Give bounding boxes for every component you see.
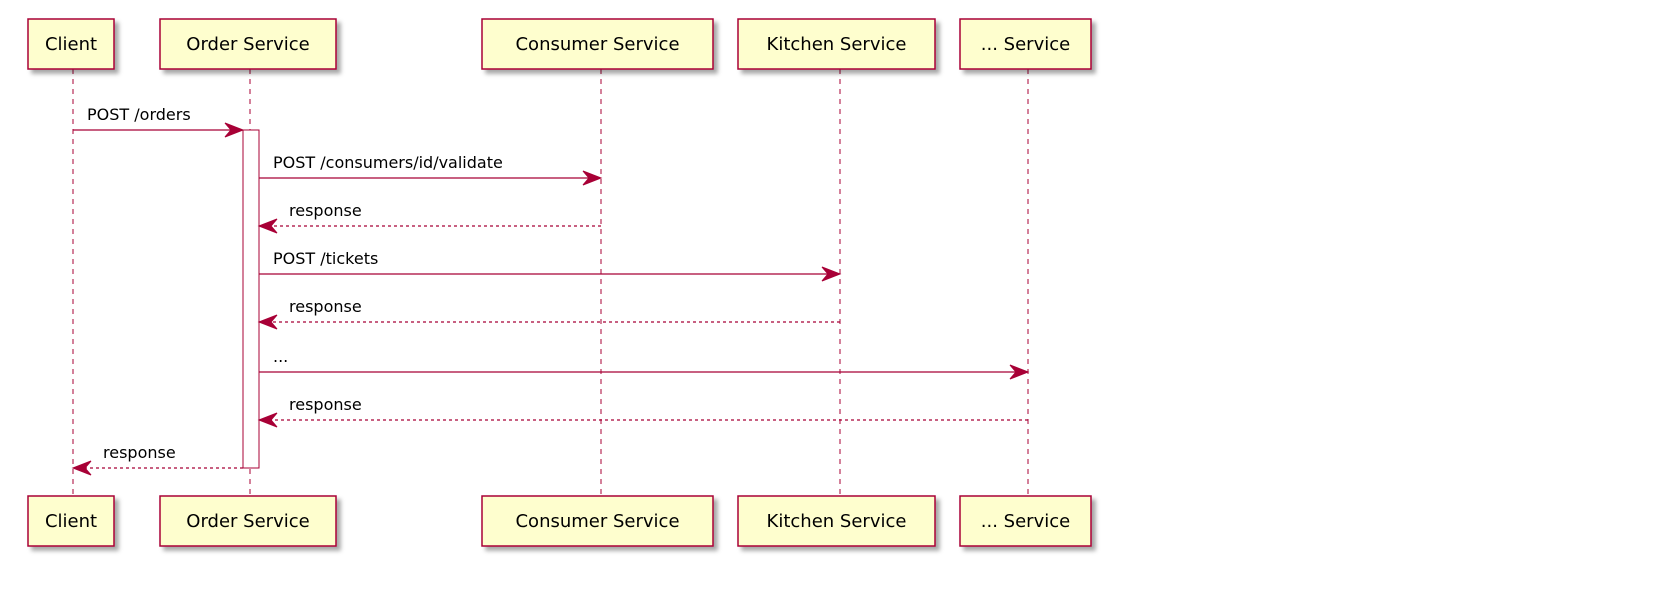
participant-label: ... Service [981,34,1070,55]
participant-label: Consumer Service [515,511,679,532]
participant-label: Client [45,34,97,55]
message-label: POST /orders [87,105,191,124]
message-arrow: response [257,201,601,234]
participant-box [27,18,115,70]
message-arrow: response [257,297,840,330]
participant-label: Kitchen Service [767,511,907,532]
participant-box [737,495,936,547]
message-arrow: POST /orders [73,105,245,138]
message-label: ... [273,347,288,366]
message-arrow: ... [259,347,1030,380]
participant-label: Client [45,511,97,532]
participants-bottom: Client Order Service Consumer Service Kitch… [27,495,1092,547]
participant-top-client: Client [27,18,115,70]
participant-label: Order Service [186,511,309,532]
participant-top-consumer-service: Consumer Service [481,18,714,70]
participant-bottom-order-service: Order Service [159,495,337,547]
message-label: response [289,297,362,316]
arrowhead-icon [821,266,842,282]
participant-bottom-client: Client [27,495,115,547]
participants-top: Client Order Service Consumer Service Kitch… [27,18,1092,70]
arrowhead-icon [1009,364,1030,380]
participant-box [481,495,714,547]
lifelines [72,69,1029,496]
participant-label: Kitchen Service [767,34,907,55]
participant-box [27,495,115,547]
arrowhead-icon [257,218,278,234]
participant-label: ... Service [981,511,1070,532]
message-label: POST /tickets [273,249,378,268]
arrowhead-icon [582,170,603,186]
message-label: response [289,395,362,414]
participant-bottom-kitchen-service: Kitchen Service [737,495,936,547]
participant-label: Order Service [186,34,309,55]
participant-label: Consumer Service [515,34,679,55]
participant-box [159,495,337,547]
participant-bottom-consumer-service: Consumer Service [481,495,714,547]
arrowhead-icon [224,122,245,138]
participant-top-service: ... Service [959,18,1092,70]
activation-bar-order-service [242,129,260,469]
participant-box [481,18,714,70]
participant-box [159,18,337,70]
participant-box [737,18,936,70]
message-arrow: response [71,443,243,476]
arrowhead-icon [257,314,278,330]
message-label: response [103,443,176,462]
message-arrow: response [257,395,1028,428]
arrowhead-icon [71,460,92,476]
participant-box [959,495,1092,547]
message-arrow: POST /tickets [259,249,842,282]
arrowhead-icon [257,412,278,428]
activations [242,129,260,469]
participant-top-order-service: Order Service [159,18,337,70]
message-label: POST /consumers/id/validate [273,153,503,172]
message-label: response [289,201,362,220]
participant-top-kitchen-service: Kitchen Service [737,18,936,70]
message-arrow: POST /consumers/id/validate [259,153,603,186]
participant-bottom-service: ... Service [959,495,1092,547]
participant-box [959,18,1092,70]
